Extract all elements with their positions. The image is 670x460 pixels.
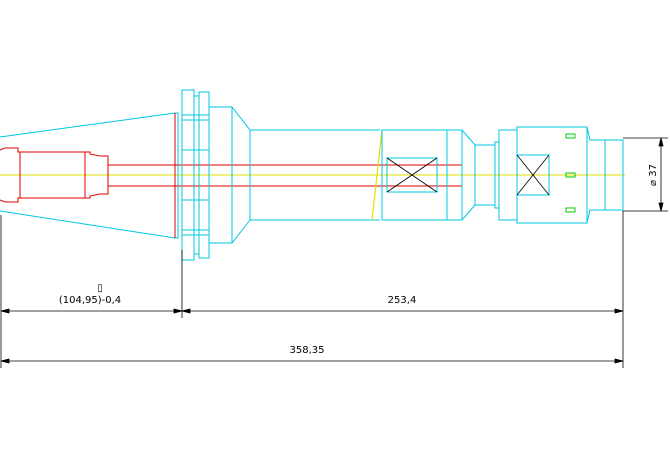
flange: [181, 89, 210, 261]
spindle-cross: [386, 157, 438, 193]
pull-stud-bore: [0, 147, 109, 203]
taper-length-dimension: [0, 308, 183, 314]
chuck-cross: [516, 154, 550, 196]
total-length-dimension: [0, 358, 624, 364]
taper-cone-outline: [0, 112, 179, 239]
extension-lines: [0, 211, 624, 368]
diameter-label: ⌀ 37: [648, 164, 659, 186]
body-length-label: 253,4: [388, 295, 417, 306]
body-shank: [249, 129, 380, 221]
diameter-dimension: [623, 137, 668, 212]
taper-box-label: ▯: [97, 283, 103, 294]
taper-length-label: (104,95)-0,4: [59, 295, 121, 306]
neck: [209, 106, 251, 244]
spindle-block: [381, 129, 476, 221]
chuck-head: [498, 126, 624, 224]
body-length-dimension: [181, 308, 624, 314]
total-length-label: 358,35: [290, 345, 325, 356]
keyway-marks: [565, 133, 576, 213]
break-line: [371, 129, 383, 221]
